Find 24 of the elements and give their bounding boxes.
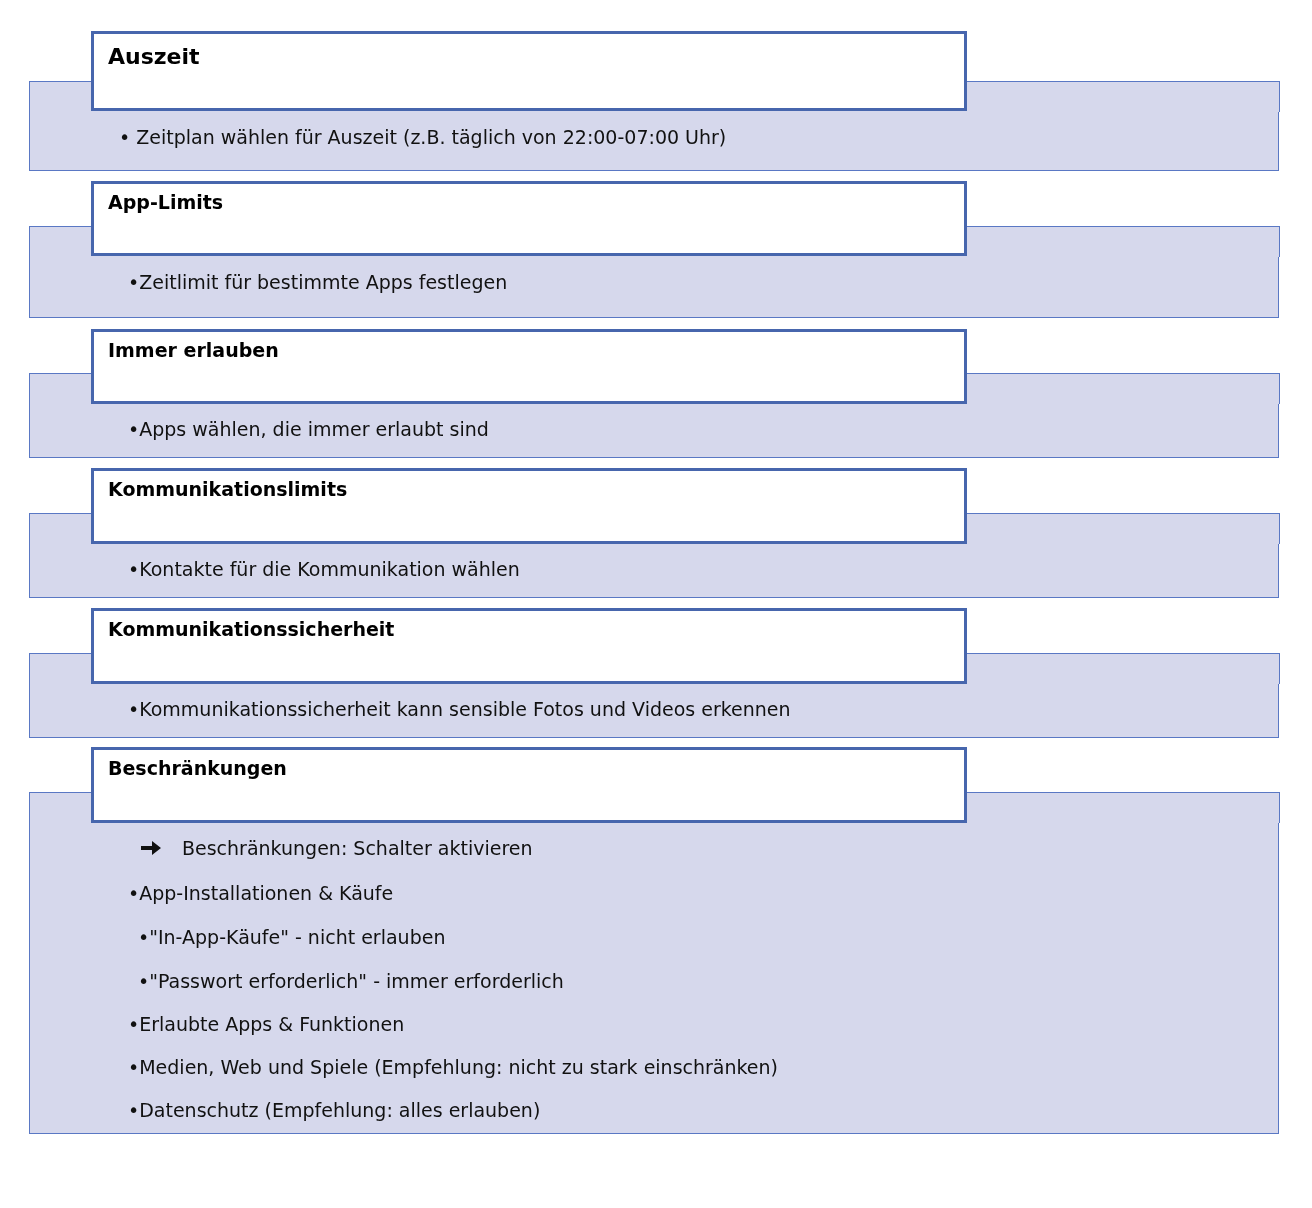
bullet-text: •Apps wählen, die immer erlaubt sind: [128, 417, 489, 441]
section-heading: Immer erlauben: [108, 339, 279, 361]
heading-box: [91, 747, 967, 823]
bullet-text: •Zeitlimit für bestimmte Apps festlegen: [128, 270, 508, 294]
bullet-text: •Erlaubte Apps & Funktionen: [128, 1012, 405, 1036]
bullet-text: •"In-App-Käufe" - nicht erlauben: [138, 925, 446, 949]
bullet-text: • Zeitplan wählen für Auszeit (z.B. täglich von 22:00-07:00 Uhr): [119, 125, 727, 149]
section-heading: Kommunikationssicherheit: [108, 618, 395, 640]
section-heading: Kommunikationslimits: [108, 478, 348, 500]
bullet-text: •Kontakte für die Kommunikation wählen: [128, 557, 520, 581]
bullet-text: Beschränkungen: Schalter aktivieren: [182, 836, 533, 860]
heading-box: [91, 181, 967, 256]
section-heading: Auszeit: [108, 44, 200, 69]
heading-box: [91, 468, 967, 544]
bullet-text: •App-Installationen & Käufe: [128, 881, 394, 905]
section-heading: App-Limits: [108, 191, 224, 213]
bullet-text: •Datenschutz (Empfehlung: alles erlauben): [128, 1098, 541, 1122]
bullet-text: •Kommunikationssicherheit kann sensible Fotos und Videos erkennen: [128, 697, 791, 721]
bullet-text: •Medien, Web und Spiele (Empfehlung: nicht zu stark einschränken): [128, 1055, 779, 1079]
heading-box: [91, 31, 967, 111]
section-heading: Beschränkungen: [108, 757, 287, 779]
bullet-text: •"Passwort erforderlich" - immer erforderlich: [138, 969, 564, 993]
heading-box: [91, 329, 967, 404]
heading-box: [91, 608, 967, 684]
